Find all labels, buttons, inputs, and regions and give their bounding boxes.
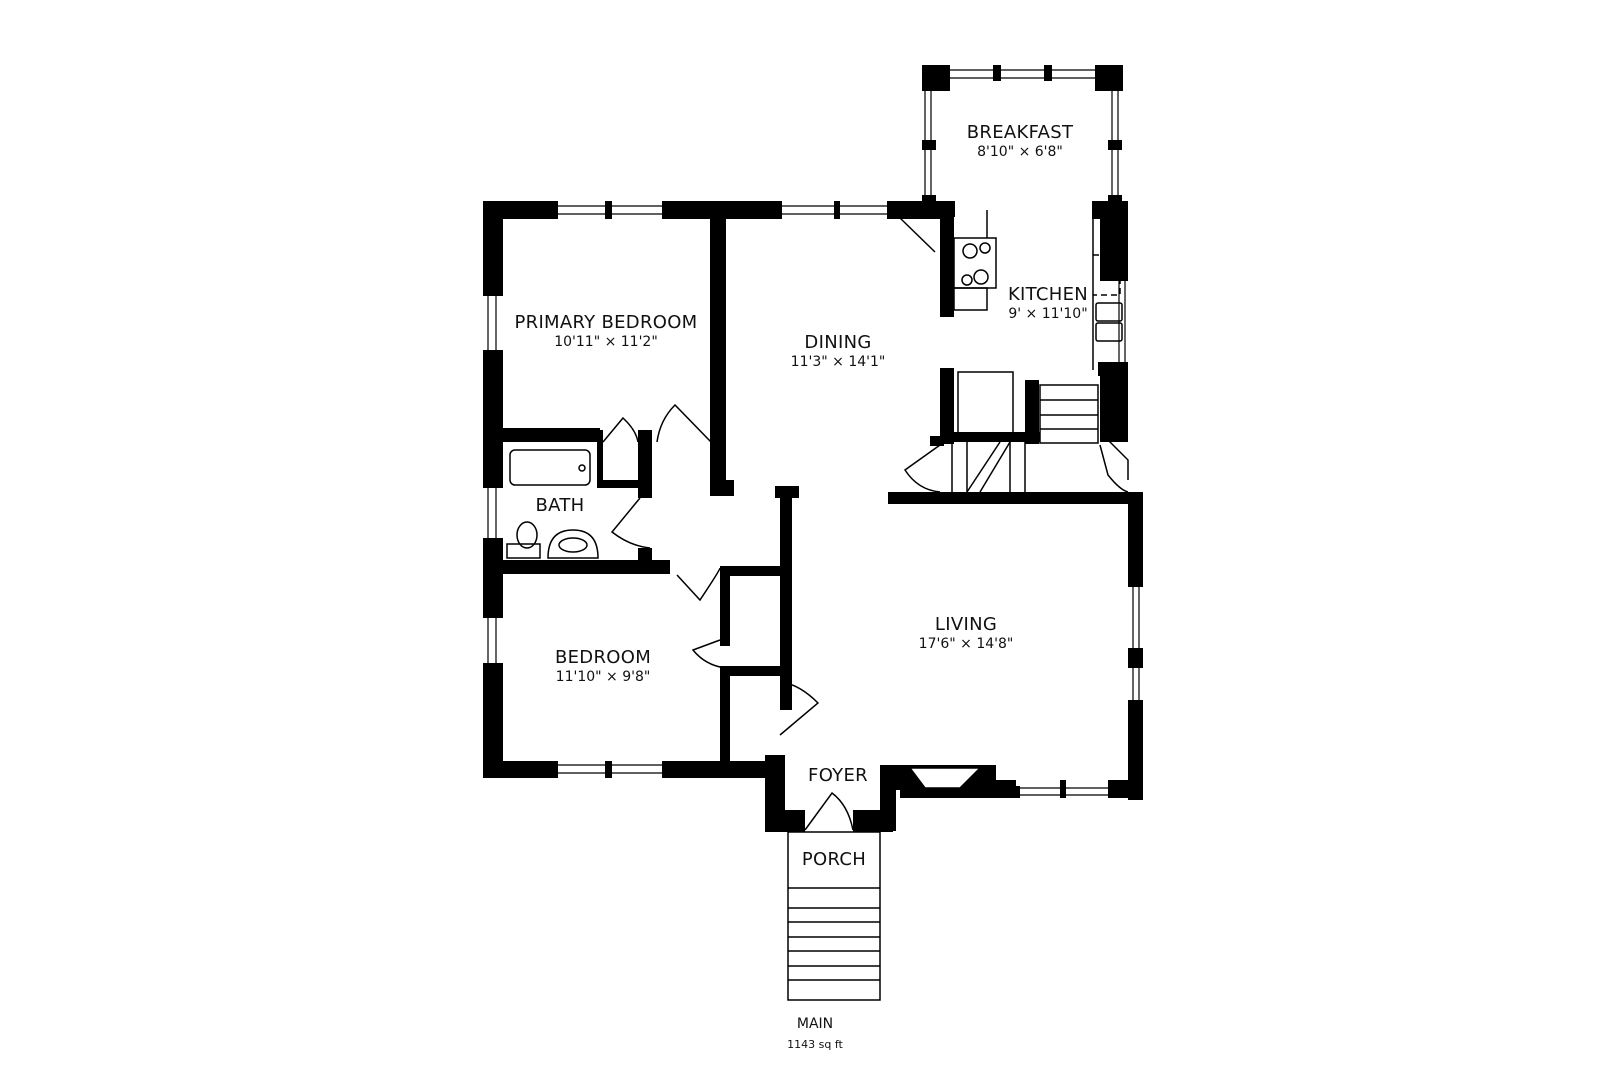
- windows: [487, 69, 1140, 796]
- door-swing: [602, 416, 639, 443]
- room-label-bedroom: BEDROOM 11'10" × 9'8": [554, 647, 652, 685]
- room-dimensions: 17'6" × 14'8": [918, 635, 1014, 652]
- room-name: PRIMARY BEDROOM: [514, 312, 698, 333]
- floor-name: MAIN: [796, 1016, 834, 1032]
- room-name: DINING: [804, 332, 872, 353]
- room-name: BEDROOM: [554, 647, 652, 668]
- room-dimensions: 9' × 11'10": [1008, 305, 1088, 322]
- room-name: FOYER: [808, 765, 868, 786]
- room-name: PORCH: [801, 849, 867, 870]
- walls: [483, 65, 1143, 832]
- porch-stairs: [787, 831, 881, 1001]
- room-dimensions: 11'3" × 14'1": [790, 353, 886, 370]
- floor-area: 1143 sq ft: [787, 1038, 843, 1051]
- floor-summary: MAIN 1143 sq ft: [787, 1016, 843, 1051]
- fixtures: [506, 210, 1129, 1001]
- room-label-primary-bedroom: PRIMARY BEDROOM 10'11" × 11'2": [514, 312, 698, 350]
- room-label-kitchen: KITCHEN 9' × 11'10": [1007, 284, 1089, 322]
- room-name: BATH: [535, 495, 585, 516]
- room-label-dining: DINING 11'3" × 14'1": [790, 332, 886, 370]
- sink-icon: [547, 529, 599, 559]
- room-label-living: LIVING 17'6" × 14'8": [918, 614, 1014, 652]
- room-dimensions: 11'10" × 9'8": [555, 668, 651, 685]
- room-dimensions: 10'11" × 11'2": [554, 333, 658, 350]
- toilet-icon: [516, 521, 538, 549]
- room-label-breakfast: BREAKFAST 8'10" × 6'8": [966, 122, 1074, 160]
- room-name: LIVING: [934, 614, 998, 635]
- room-name: BREAKFAST: [966, 122, 1074, 143]
- room-dimensions: 8'10" × 6'8": [977, 143, 1063, 160]
- kitchen-sink-icon: [1095, 302, 1123, 322]
- bathtub-icon: [509, 449, 591, 486]
- room-name: KITCHEN: [1007, 284, 1089, 305]
- room-label-porch: PORCH: [801, 849, 867, 871]
- room-label-foyer: FOYER: [808, 765, 868, 787]
- room-label-bath: BATH: [535, 495, 585, 517]
